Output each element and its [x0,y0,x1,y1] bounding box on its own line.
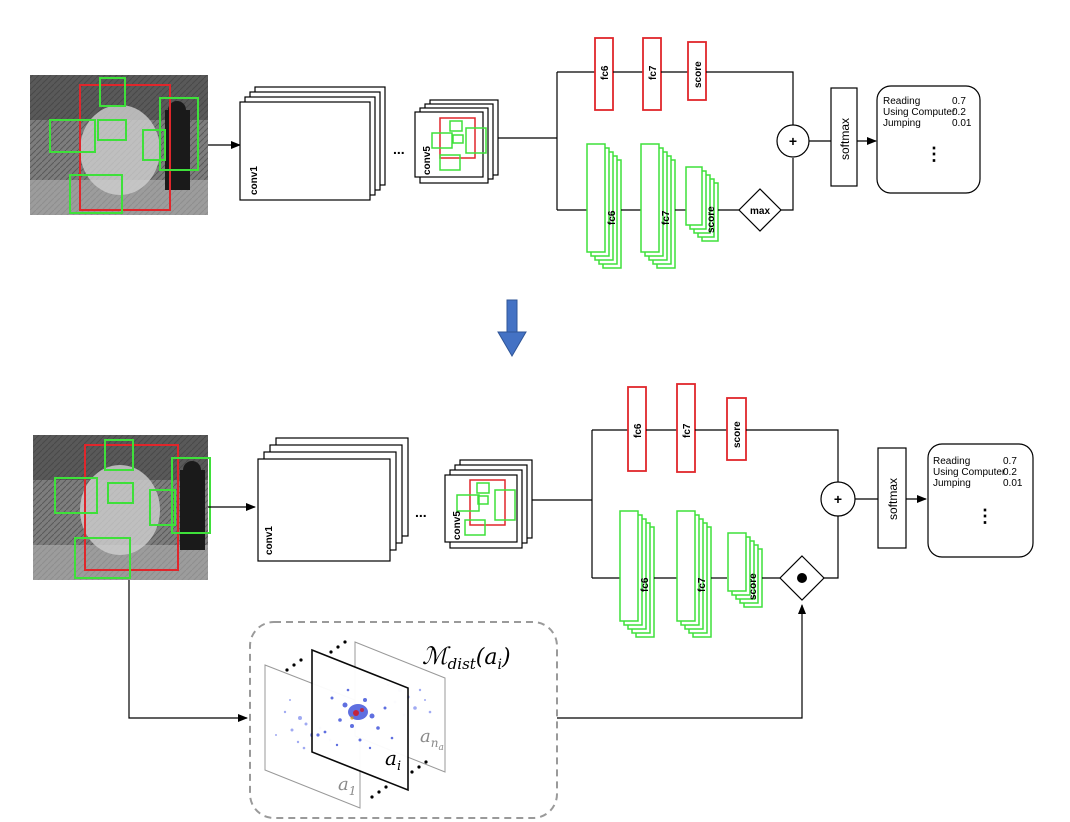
label-ana: ana [420,726,444,753]
bottom-output-box: Reading 0.7 Using Computer 0.2 Jumping 0… [927,443,1034,558]
top-input-image [30,75,208,215]
plane-ai [311,648,409,792]
bottom-output-value-0: 0.7 [1003,456,1017,467]
bottom-green-fc7: fc7 [697,577,708,592]
bottom-sum-node: + [820,481,878,517]
bottom-ellipsis: ... [415,504,427,520]
bottom-output-ellipsis: ⋮ [976,506,994,526]
top-conv5-stack: conv5 [414,99,499,184]
top-max-label: max [750,206,770,217]
top-output-label-2: Jumping [883,118,921,129]
bottom-conv5-label: conv5 [452,511,463,540]
top-conv1-label: conv1 [249,166,260,195]
top-output-ellipsis: ⋮ [925,144,943,164]
top-green-fc6: fc6 [607,210,618,225]
top-red-fc7: fc7 [648,65,659,80]
bottom-softmax: softmax [877,447,927,549]
bottom-red-fc6: fc6 [633,423,644,438]
dist-formula: ℳdist(ai) [422,642,511,673]
top-ellipsis: ... [393,141,405,157]
top-green-fc7: fc7 [661,210,672,225]
top-sum-node: + [776,124,831,158]
top-conv1-stack: conv1 [239,86,386,201]
top-sum-label: + [789,133,797,149]
top-output-value-1: 0.2 [952,107,966,118]
top-green-branch: fc6 fc7 score [586,143,741,269]
bottom-conv1-stack: conv1 [257,437,409,562]
bottom-green-branch: fc6 fc7 score [619,510,780,638]
label-a1: a1 [338,774,356,798]
top-softmax: softmax [830,87,877,187]
bottom-green-score: score [748,573,759,600]
top-softmax-label: softmax [838,118,852,160]
bottom-output-label-2: Jumping [933,478,971,489]
bottom-conv1-label: conv1 [264,526,275,555]
bottom-output-value-1: 0.2 [1003,467,1017,478]
distribution-panel: ℳdist(ai) ai a1 ana [249,621,558,819]
plane-dots [285,640,428,799]
bottom-pipeline: conv1 ... conv5 fc6 fc7 [33,383,1034,819]
transition-arrow [497,299,527,357]
top-red-branch: fc6 fc7 score [594,37,794,125]
bottom-green-fc6: fc6 [640,577,651,592]
bottom-output-label-1: Using Computer [933,467,1006,478]
top-red-fc6: fc6 [600,65,611,80]
bottom-output-value-2: 0.01 [1003,478,1023,489]
bottom-softmax-label: softmax [886,478,900,520]
bottom-red-branch: fc6 fc7 score [627,383,839,482]
top-output-box: Reading 0.7 Using Computer 0.2 Jumping 0… [876,85,981,194]
top-green-score: score [706,206,717,233]
label-ai: ai [385,746,401,774]
top-output-value-0: 0.7 [952,96,966,107]
bottom-output-label-0: Reading [933,456,970,467]
top-output-label-1: Using Computer [883,107,956,118]
bottom-red-score: score [732,421,743,448]
top-max-node: max [738,158,794,232]
bottom-product-node [557,516,839,719]
bottom-input-image [33,435,211,580]
top-conv5-label: conv5 [422,146,433,175]
bottom-sum-label: + [834,491,842,507]
top-output-label-0: Reading [883,96,920,107]
top-red-score: score [693,61,704,88]
bottom-red-fc7: fc7 [682,423,693,438]
bottom-conv5-stack: conv5 [444,459,533,549]
top-output-value-2: 0.01 [952,118,972,129]
top-pipeline: conv1 ... conv5 fc6 fc7 [30,37,981,269]
